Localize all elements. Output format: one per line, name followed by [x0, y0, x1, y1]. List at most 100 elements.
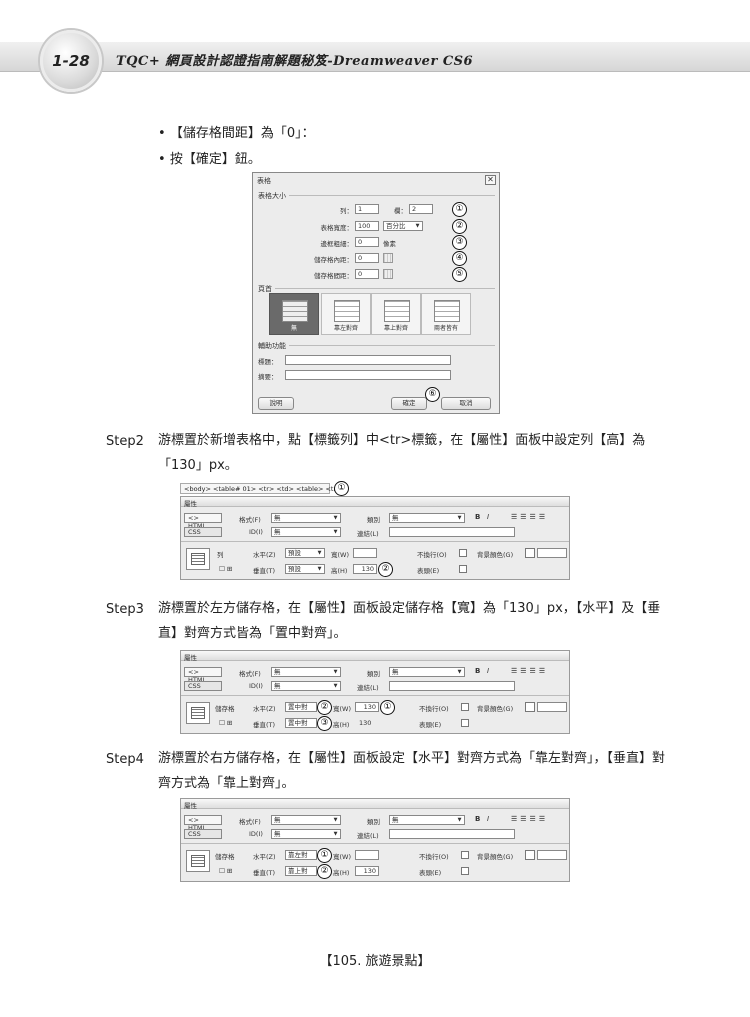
italic-button[interactable]: I: [487, 667, 490, 675]
merge-split-icons[interactable]: ☐ ⊞: [219, 867, 233, 875]
bullet-ok: • 按【確定】鈕。: [158, 152, 261, 167]
nowrap-checkbox[interactable]: [459, 549, 467, 557]
step3-label: Step3: [106, 602, 144, 617]
bgcolor-swatch[interactable]: [525, 548, 535, 558]
chevron-down-icon: ▼: [457, 817, 462, 823]
header-checkbox[interactable]: [459, 565, 467, 573]
caption-input[interactable]: [285, 355, 451, 365]
bgcolor-input[interactable]: [537, 548, 567, 558]
border-input[interactable]: 0: [355, 237, 379, 247]
vert-select[interactable]: 置中對: [285, 718, 317, 728]
header-option-both[interactable]: 兩者皆有: [421, 293, 471, 335]
width-label: 寬(W): [331, 551, 349, 559]
vert-select[interactable]: 預設▼: [285, 564, 325, 574]
merge-split-icons[interactable]: ☐ ⊞: [219, 719, 233, 727]
row-icon: [186, 548, 210, 570]
list-indent-icons[interactable]: ☰☰☰☰: [511, 667, 549, 675]
width-input[interactable]: 130: [355, 702, 379, 712]
divider: [289, 195, 495, 196]
nowrap-label: 不換行(O): [419, 705, 449, 713]
nowrap-checkbox[interactable]: [461, 703, 469, 711]
link-label: 連結(L): [357, 530, 379, 538]
link-input[interactable]: [389, 829, 515, 839]
css-mode-button[interactable]: CSS: [184, 527, 222, 537]
table-icon: [434, 300, 460, 322]
link-input[interactable]: [389, 681, 515, 691]
width-input[interactable]: [355, 850, 379, 860]
bold-button[interactable]: B: [475, 667, 481, 675]
height-label: 高(H): [333, 721, 350, 729]
html-mode-button[interactable]: <> HTML: [184, 815, 222, 832]
border-unit: 像素: [383, 240, 396, 248]
dialog-titlebar: 表格 ✕: [253, 173, 499, 187]
link-label: 連結(L): [357, 684, 379, 692]
id-select[interactable]: 無▼: [271, 527, 341, 537]
cols-input[interactable]: 2: [409, 204, 433, 214]
summary-label: 摘要：: [258, 373, 278, 381]
cancel-button[interactable]: 取消: [441, 397, 491, 410]
bgcolor-swatch[interactable]: [525, 702, 535, 712]
callout-1: ①: [380, 700, 395, 715]
table-width-input[interactable]: 100: [355, 221, 379, 231]
height-input[interactable]: 130: [353, 564, 377, 574]
tag-selector-bar[interactable]: <body> <table# 01> <tr> <td> <table> <tr…: [180, 483, 342, 494]
book-title: TQC+ 網頁設計認證指南解題秘笈-Dreamweaver CS6: [116, 54, 474, 69]
html-mode-button[interactable]: <> HTML: [184, 667, 222, 684]
width-unit-select[interactable]: 百分比▼: [383, 221, 423, 231]
header-option-none[interactable]: 無: [269, 293, 319, 335]
height-input[interactable]: 130: [355, 866, 379, 876]
list-indent-icons[interactable]: ☰☰☰☰: [511, 815, 549, 823]
height-label: 高(H): [333, 869, 350, 877]
height-value[interactable]: 130: [359, 719, 372, 727]
horz-select[interactable]: 置中對: [285, 702, 317, 712]
header-checkbox[interactable]: [461, 719, 469, 727]
italic-button[interactable]: I: [487, 513, 490, 521]
header-label: 表頭(E): [419, 869, 442, 877]
css-mode-button[interactable]: CSS: [184, 829, 222, 839]
properties-panel-1: 屬性 <> HTML CSS 格式(F) 無▼ ID(I) 無▼ 類別 無▼ 連…: [180, 496, 570, 580]
cell-label: 儲存格: [215, 705, 235, 713]
width-input[interactable]: [353, 548, 377, 558]
ok-button[interactable]: 確定: [391, 397, 427, 410]
format-select[interactable]: 無▼: [271, 513, 341, 523]
id-select[interactable]: 無▼: [271, 681, 341, 691]
horz-select[interactable]: 靠左對: [285, 850, 317, 860]
format-select[interactable]: 無▼: [271, 667, 341, 677]
italic-button[interactable]: I: [487, 815, 490, 823]
vert-select[interactable]: 靠上對: [285, 866, 317, 876]
header-checkbox[interactable]: [461, 867, 469, 875]
class-select[interactable]: 無▼: [389, 815, 465, 825]
header-option-top[interactable]: 靠上對齊: [371, 293, 421, 335]
step4-label: Step4: [106, 752, 144, 767]
cell-spacing-input[interactable]: 0: [355, 269, 379, 279]
header-option-left[interactable]: 靠左對齊: [321, 293, 371, 335]
format-label: 格式(F): [239, 516, 261, 524]
step4-text: 游標置於右方儲存格，在【屬性】面板設定【水平】對齊方式為「靠左對齊」，【垂直】對…: [158, 751, 666, 791]
horz-select[interactable]: 預設▼: [285, 548, 325, 558]
link-input[interactable]: [389, 527, 515, 537]
css-mode-button[interactable]: CSS: [184, 681, 222, 691]
list-indent-icons[interactable]: ☰☰☰☰: [511, 513, 549, 521]
summary-input[interactable]: [285, 370, 451, 380]
merge-split-icons[interactable]: ☐ ⊞: [219, 565, 233, 573]
bgcolor-input[interactable]: [537, 850, 567, 860]
format-select[interactable]: 無▼: [271, 815, 341, 825]
panel-title: 屬性: [181, 651, 569, 662]
vert-label: 垂直(T): [253, 869, 276, 877]
id-select[interactable]: 無▼: [271, 829, 341, 839]
cell-padding-input[interactable]: 0: [355, 253, 379, 263]
callout-2: ②: [452, 219, 467, 234]
nowrap-checkbox[interactable]: [461, 851, 469, 859]
class-select[interactable]: 無▼: [389, 513, 465, 523]
bold-button[interactable]: B: [475, 815, 481, 823]
nowrap-label: 不換行(O): [417, 551, 447, 559]
close-icon[interactable]: ✕: [485, 175, 496, 185]
help-button[interactable]: 說明: [258, 397, 294, 410]
bgcolor-input[interactable]: [537, 702, 567, 712]
html-mode-button[interactable]: <> HTML: [184, 513, 222, 530]
rows-input[interactable]: 1: [355, 204, 379, 214]
chevron-down-icon: ▼: [457, 669, 462, 675]
bgcolor-swatch[interactable]: [525, 850, 535, 860]
bold-button[interactable]: B: [475, 513, 481, 521]
class-select[interactable]: 無▼: [389, 667, 465, 677]
